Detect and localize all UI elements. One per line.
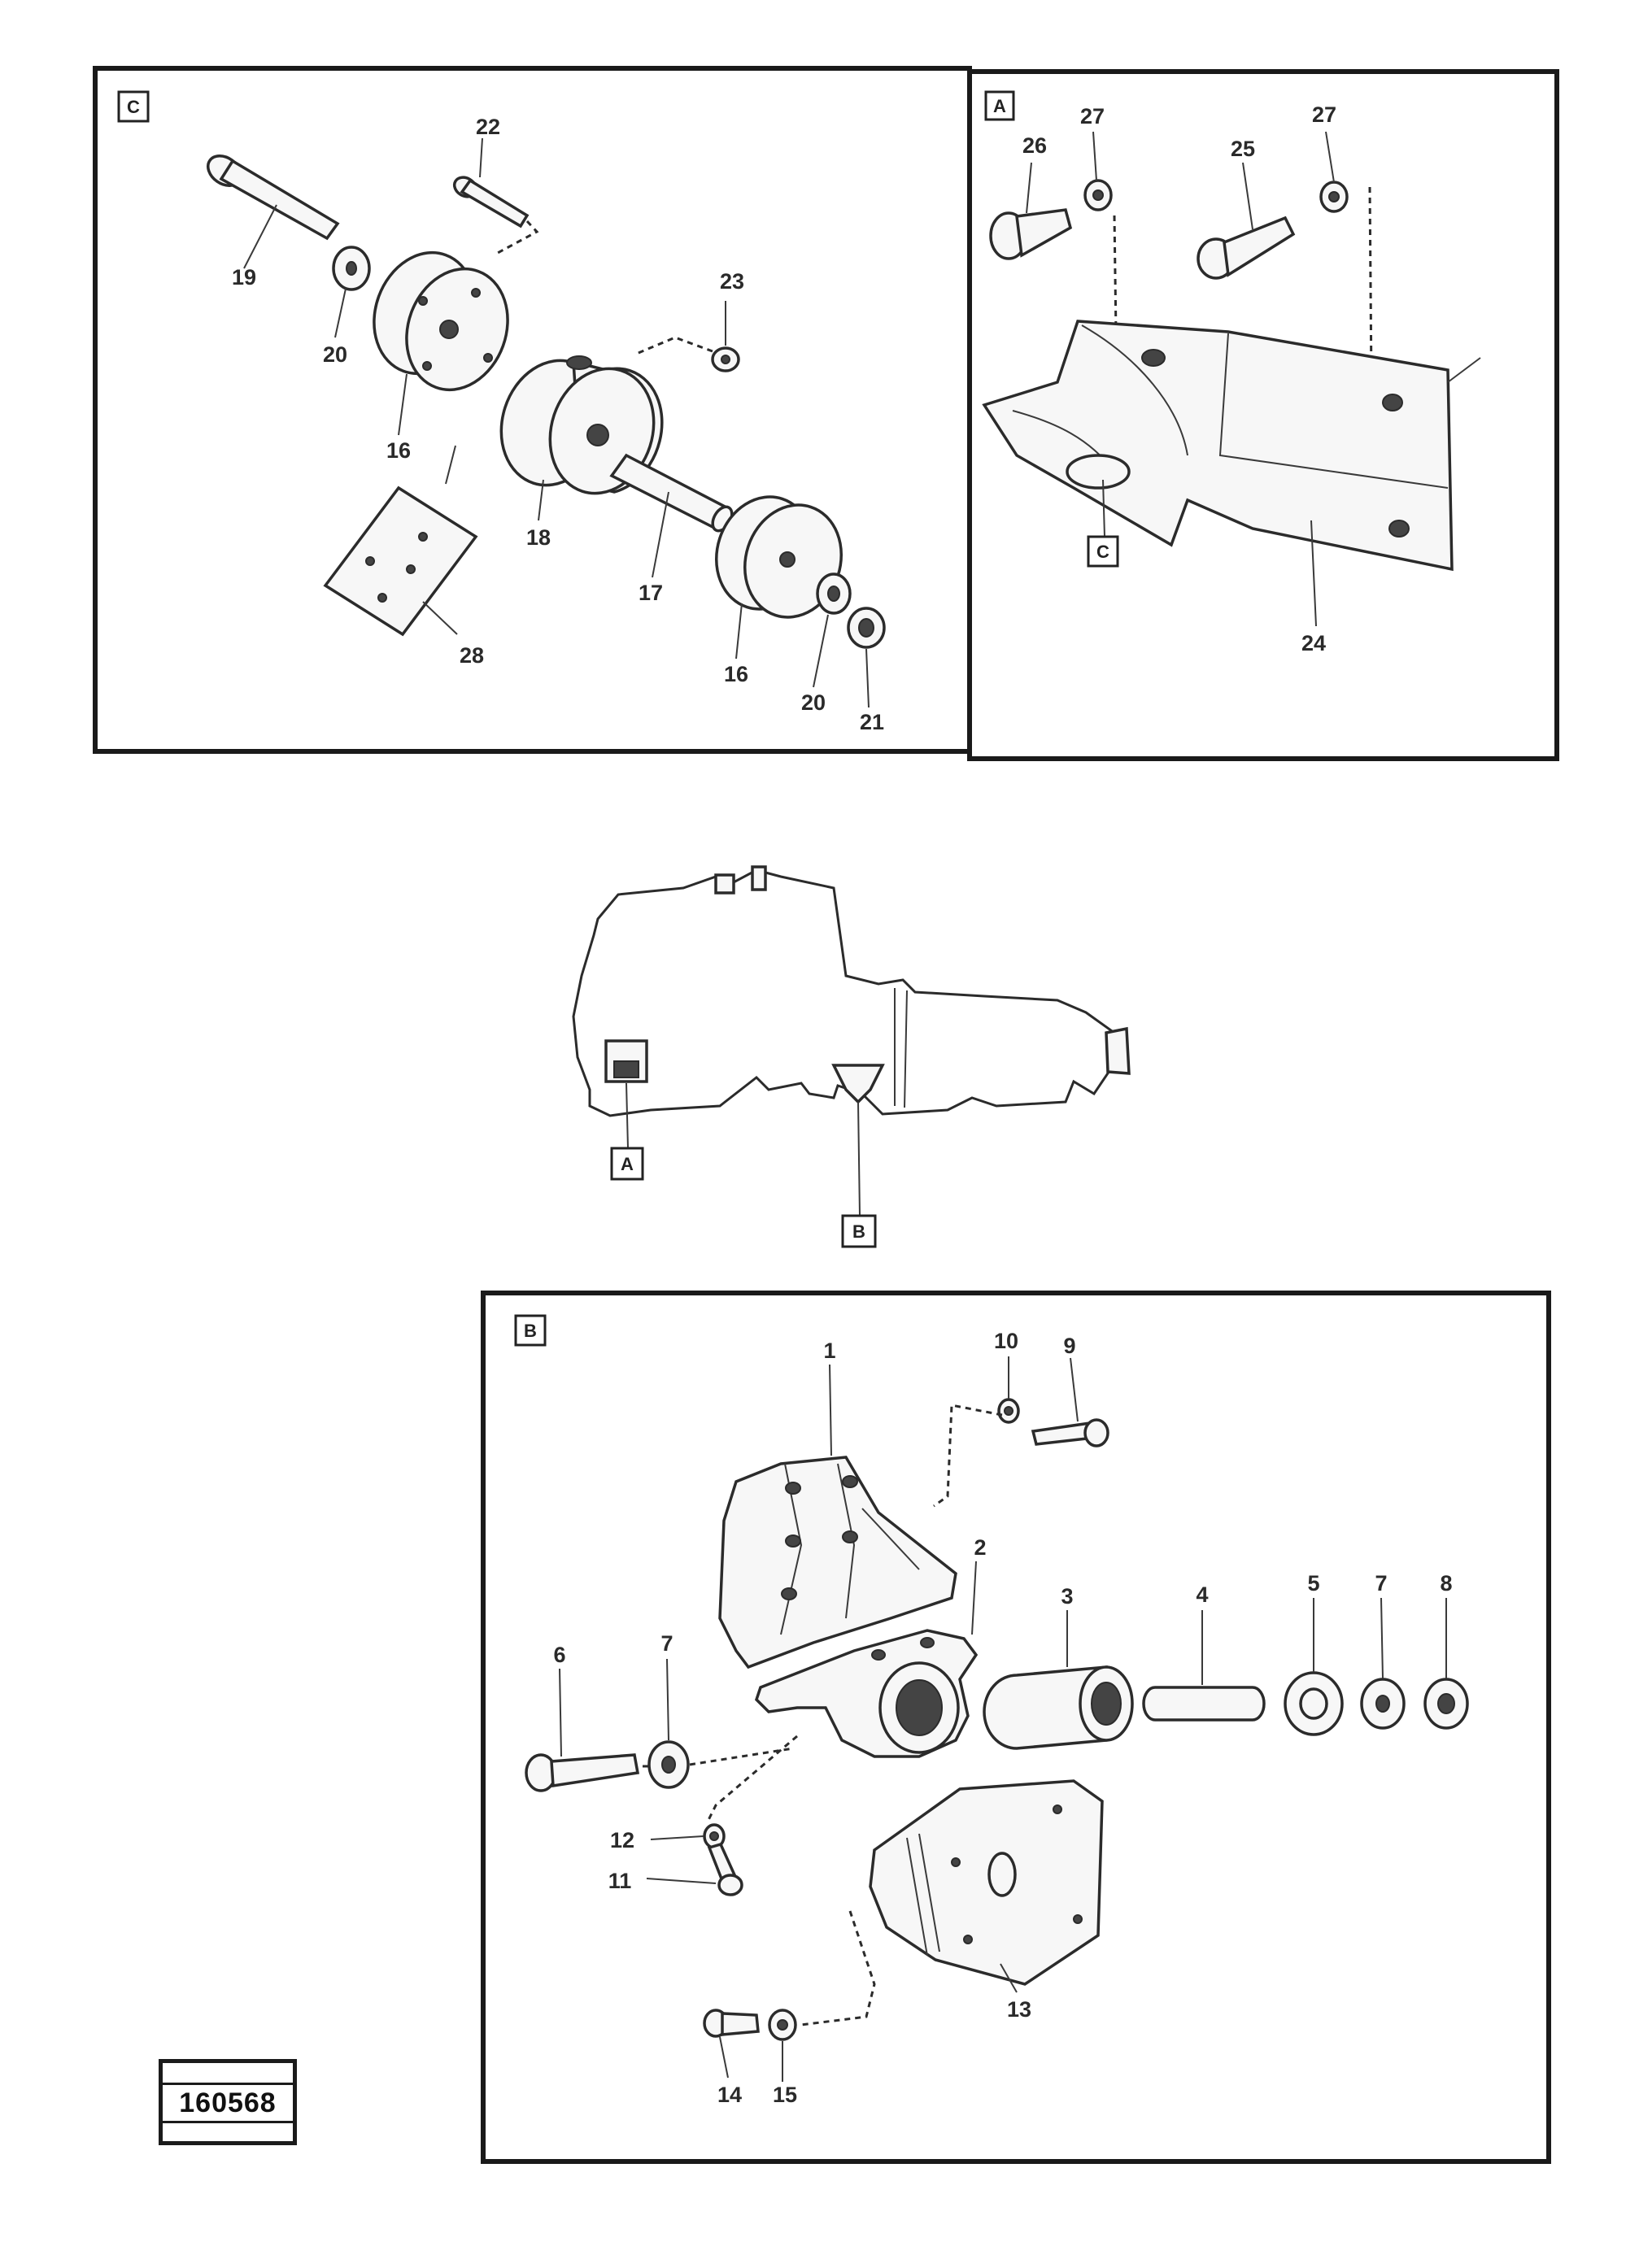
- bolt-25: [1197, 215, 1296, 280]
- stamp-top-band: [163, 2063, 293, 2085]
- washer-27-b: [1319, 181, 1373, 383]
- bolt-26: [989, 208, 1073, 260]
- panel-c-letter: C: [127, 97, 140, 117]
- panel-b-letter: B: [524, 1321, 537, 1341]
- bolt-11: [707, 1842, 743, 1896]
- pin-4: [1142, 1686, 1266, 1722]
- washer-7-b: [647, 1740, 794, 1789]
- label-b-7-a: 7: [1375, 1571, 1387, 1595]
- label-c-19: 19: [232, 265, 256, 289]
- label-b-12: 12: [610, 1828, 634, 1852]
- label-a-27-a: 27: [1080, 104, 1105, 128]
- label-a-c: C: [1096, 542, 1109, 562]
- bolt-6: [525, 1753, 651, 1792]
- transmission-outline: A B: [572, 865, 1131, 1248]
- assembly-marker-a: A: [621, 1154, 634, 1174]
- cylinder-18: [499, 355, 664, 495]
- panel-a: A: [967, 69, 1559, 761]
- label-b-1: 1: [823, 1339, 835, 1363]
- nut-21: [847, 607, 886, 649]
- panel-a-marker-c-box: [1087, 535, 1119, 568]
- panel-c-letter-box: [117, 90, 150, 123]
- nut-23: [634, 336, 740, 372]
- panel-a-letter-box: [984, 90, 1015, 121]
- label-c-22: 22: [476, 115, 500, 139]
- label-b-3: 3: [1061, 1584, 1073, 1608]
- washer-15: [768, 2009, 797, 2041]
- stamp-bottom-band: [163, 2121, 293, 2143]
- plate-28: [323, 445, 478, 637]
- label-b-2: 2: [974, 1535, 986, 1560]
- label-b-11: 11: [608, 1869, 632, 1893]
- label-b-6: 6: [553, 1643, 565, 1667]
- label-b-15: 15: [773, 2083, 797, 2107]
- assembly-marker-a-box: [610, 1147, 644, 1181]
- washer-27-a: [1083, 179, 1118, 334]
- panel-a-letter: A: [993, 96, 1006, 116]
- label-b-7-b: 7: [660, 1631, 673, 1656]
- cover-13: [869, 1779, 1104, 1986]
- spacer-17: [609, 453, 734, 533]
- washer-10: [997, 1398, 1020, 1424]
- label-b-9: 9: [1063, 1334, 1075, 1358]
- label-c-21: 21: [860, 710, 884, 734]
- bolt-14: [703, 2009, 760, 2038]
- washer-20-a: [332, 246, 371, 291]
- label-c-18: 18: [526, 525, 551, 550]
- label-c-28: 28: [460, 643, 484, 668]
- panel-b-letter-box: [514, 1314, 547, 1347]
- bolt-22: [452, 176, 539, 255]
- label-a-26: 26: [1022, 133, 1047, 158]
- label-b-14: 14: [717, 2083, 742, 2107]
- label-a-24: 24: [1301, 631, 1326, 655]
- assembly-marker-b: B: [852, 1221, 865, 1242]
- label-c-23: 23: [720, 269, 744, 294]
- panel-b: B: [481, 1291, 1551, 2164]
- label-c-16-a: 16: [386, 438, 411, 463]
- label-b-10: 10: [994, 1329, 1018, 1353]
- bracket-24: [982, 320, 1481, 572]
- label-c-20-a: 20: [323, 342, 347, 367]
- bolt-19: [207, 155, 340, 241]
- label-b-5: 5: [1307, 1571, 1319, 1595]
- assembly-marker-b-box: [841, 1214, 877, 1248]
- label-b-13: 13: [1007, 1997, 1031, 2022]
- stamp-code: 160568: [179, 2087, 277, 2118]
- label-c-20-b: 20: [801, 690, 826, 715]
- label-c-16-b: 16: [724, 662, 748, 686]
- label-b-4: 4: [1196, 1582, 1208, 1607]
- washer-5: [1284, 1671, 1344, 1736]
- flange-16-a: [373, 250, 509, 392]
- bolt-9: [1031, 1418, 1109, 1447]
- nut-8: [1423, 1678, 1469, 1730]
- washer-20-b: [816, 572, 852, 615]
- drawing-number-stamp: 160568: [159, 2059, 297, 2145]
- washer-12: [703, 1823, 726, 1849]
- label-a-27-b: 27: [1312, 102, 1336, 127]
- panel-c: C: [93, 66, 972, 754]
- washer-7-a: [1360, 1678, 1406, 1730]
- mount-bracket-1: [718, 1456, 957, 1669]
- housing-2: [754, 1629, 979, 1758]
- label-a-25: 25: [1231, 137, 1255, 161]
- label-c-17: 17: [639, 581, 663, 605]
- bushing-3: [983, 1665, 1134, 1750]
- label-b-8: 8: [1440, 1571, 1452, 1595]
